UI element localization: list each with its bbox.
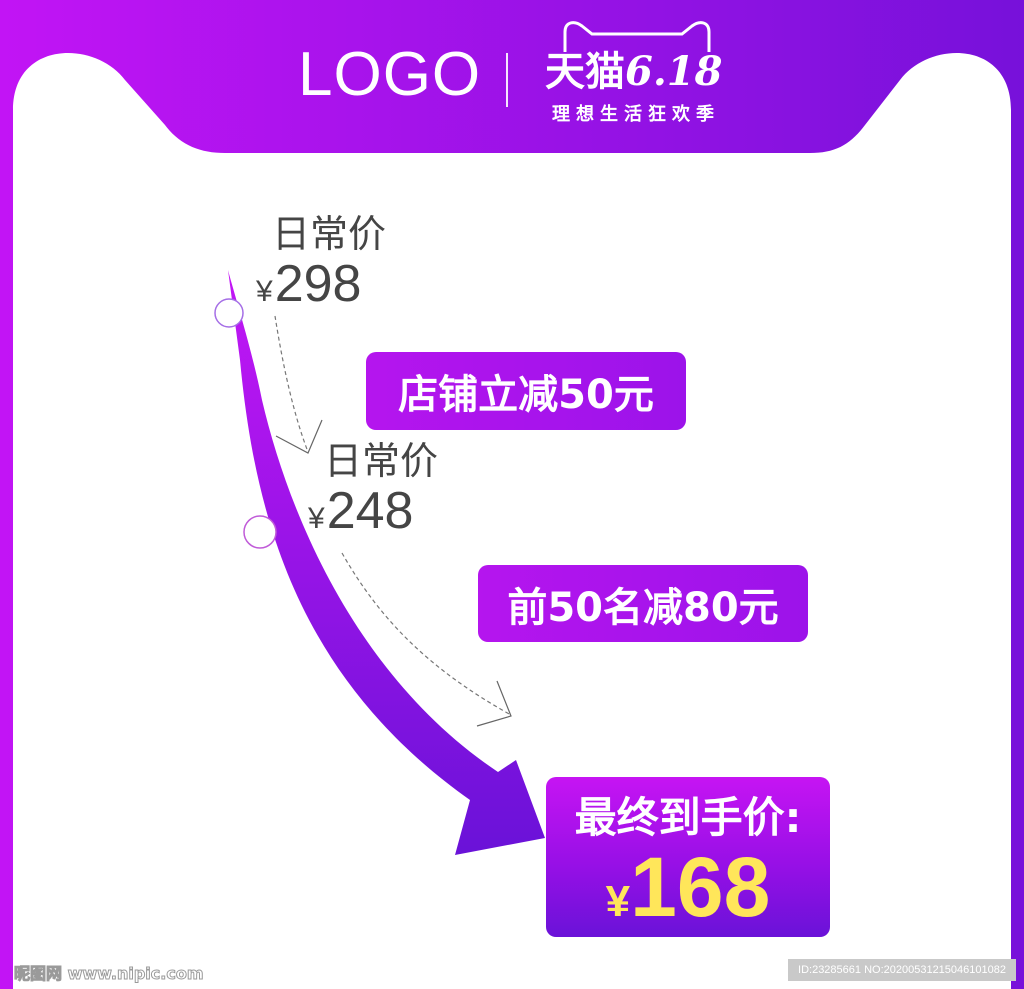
step-1-price: ¥298 (256, 255, 362, 313)
logo-placeholder: LOGO (298, 40, 482, 109)
step-2-label: 日常价 (324, 439, 439, 483)
watermark-left: 昵图网 www.nipic.com (14, 964, 204, 984)
header-divider (506, 53, 508, 107)
step-dot-2 (243, 515, 277, 549)
final-price-label: 最终到手价: (574, 793, 802, 842)
tmall-cat-ears-icon (563, 21, 711, 52)
final-price-value: ¥168 (605, 840, 771, 934)
final-price-box: 最终到手价: ¥168 (546, 777, 830, 937)
dashed-arrow-1 (274, 315, 309, 453)
step-2-price: ¥248 (308, 482, 414, 540)
discount-tag-first50: 前50名减80元 (478, 565, 808, 642)
watermark-right: ID:23285661 NO:20200531215046101082 (788, 959, 1016, 981)
step-dot-1 (214, 298, 244, 328)
brand-name: 天猫 (545, 49, 625, 95)
slogan: 理想生活狂欢季 (552, 104, 720, 125)
brand-event: 6.18 (625, 48, 723, 95)
dashed-arrow-2 (341, 552, 512, 716)
step-1-label: 日常价 (272, 212, 387, 256)
tmall-618-logo: 天猫6.18 (545, 49, 722, 95)
price-drop-arrow (228, 270, 545, 855)
discount-tag-store: 店铺立减50元 (366, 352, 686, 430)
